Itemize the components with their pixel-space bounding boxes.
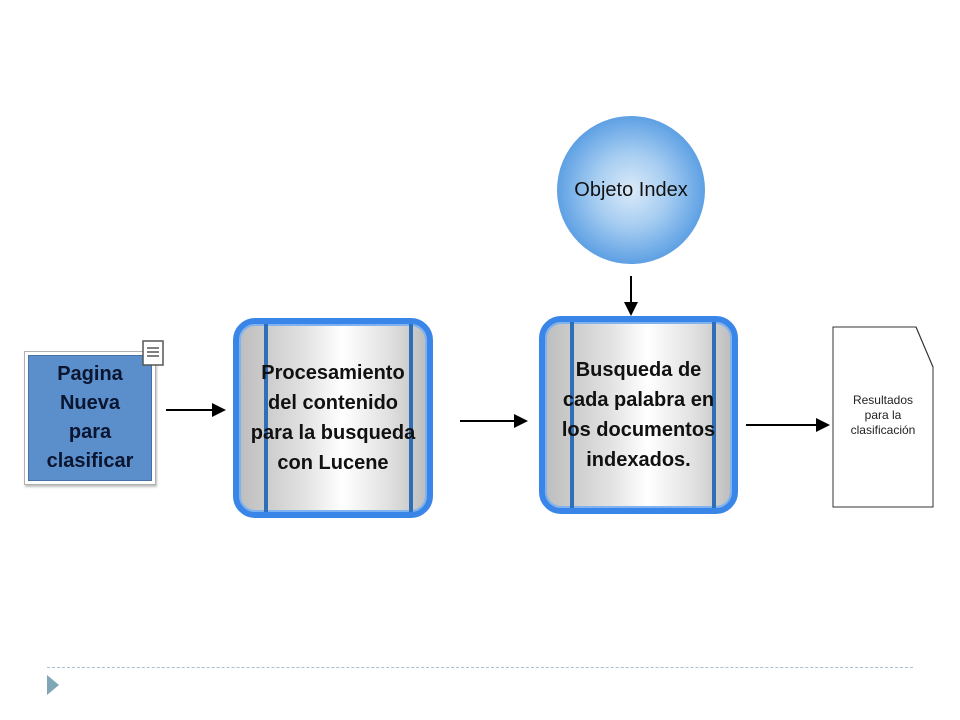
pagina-nueva-fill: Pagina Nueva para clasificar (28, 355, 152, 481)
busqueda-label: Busqueda de cada palabra en los document… (561, 359, 716, 471)
procesamiento-label: Procesamiento del contenido para la busq… (250, 362, 416, 474)
process-bar-right (712, 322, 716, 508)
process-bar-left (570, 322, 574, 508)
objeto-index-label: Objeto Index (574, 178, 688, 201)
arrow-index-to-busqueda (624, 276, 638, 316)
procesamiento-node: Procesamiento del contenido para la busq… (233, 318, 433, 518)
busqueda-node: Busqueda de cada palabra en los document… (539, 316, 738, 514)
process-bar-right (409, 324, 413, 512)
arrow-pagina-to-procesamiento (166, 403, 226, 417)
footer-divider (47, 667, 913, 668)
process-bar-left (264, 324, 268, 512)
triangle-bullet-icon (47, 675, 59, 695)
arrow-busqueda-to-resultados (746, 418, 830, 432)
resultados-document-icon (832, 326, 934, 508)
document-lines-icon (142, 340, 164, 366)
pagina-nueva-node: Pagina Nueva para clasificar (24, 351, 156, 485)
resultados-label: Resultados para la clasificación (850, 393, 916, 437)
arrow-procesamiento-to-busqueda (460, 414, 528, 428)
pagina-nueva-label: Pagina Nueva para clasificar (46, 363, 134, 472)
objeto-index-node: Objeto Index (557, 116, 705, 264)
